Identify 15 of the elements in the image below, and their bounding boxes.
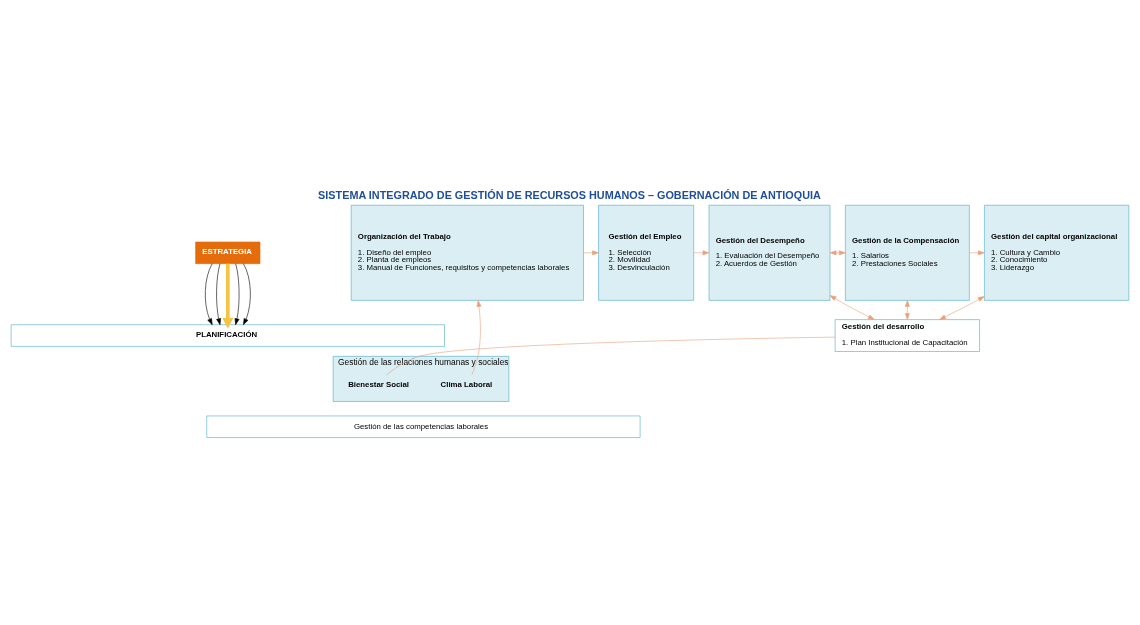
arrow xyxy=(583,249,599,255)
arrow xyxy=(204,262,213,325)
arrow xyxy=(829,294,875,320)
arrow xyxy=(829,249,846,255)
arrow xyxy=(222,263,234,329)
connector xyxy=(386,336,836,375)
diagram-title: SISTEMA INTEGRADO DE GESTIÓN DE RECURSOS HUMANOS – GOBERNACIÓN DE ANTIOQUIA xyxy=(318,188,821,201)
arrow xyxy=(234,262,240,325)
arrow xyxy=(969,249,985,255)
arrow xyxy=(216,262,221,325)
arrow xyxy=(693,249,710,255)
arrow xyxy=(243,262,251,325)
arrow xyxy=(939,295,985,320)
arrow xyxy=(471,299,482,375)
arrow xyxy=(904,299,910,320)
